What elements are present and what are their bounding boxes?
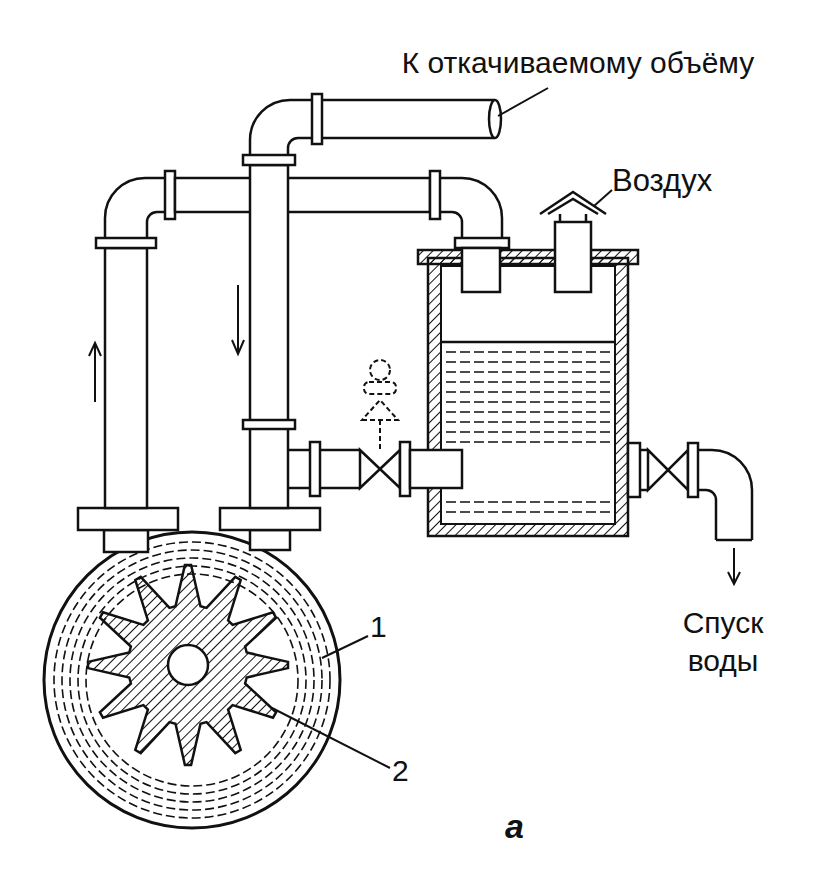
- flange: [455, 238, 509, 248]
- leader-line: [322, 636, 368, 658]
- pipe: [462, 248, 500, 292]
- leader-line: [272, 708, 390, 768]
- flange: [220, 508, 320, 530]
- pump-stub: [104, 530, 148, 552]
- flange: [310, 442, 320, 496]
- pump-stub: [250, 530, 290, 550]
- pipe-elbow: [698, 450, 752, 540]
- flow-arrow: [728, 548, 740, 584]
- flow-arrow: [89, 343, 101, 402]
- flange: [96, 238, 156, 248]
- rotor: [88, 565, 288, 765]
- air-cap: [540, 192, 606, 222]
- flange: [400, 442, 410, 496]
- water-ring: [54, 542, 330, 818]
- leader-line: [498, 88, 548, 116]
- tank-inside: [441, 266, 615, 524]
- callout-number: 1: [370, 608, 387, 646]
- drain-label: Спуск воды: [648, 604, 798, 679]
- pump-casing: [44, 532, 340, 828]
- flange: [243, 155, 295, 165]
- pipe-elbow: [250, 100, 312, 155]
- pipe: [410, 450, 462, 488]
- figure-letter: а: [505, 805, 524, 848]
- flange: [243, 420, 295, 429]
- valve-handle: [362, 360, 398, 450]
- flange: [78, 508, 178, 530]
- pipe: [322, 100, 495, 138]
- flange: [165, 171, 175, 219]
- pipe: [320, 450, 360, 488]
- flange: [312, 94, 322, 144]
- flange: [430, 171, 440, 219]
- flow-arrow: [232, 285, 244, 354]
- pipe: [288, 450, 310, 488]
- pipe-end: [489, 100, 501, 138]
- callout-number: 2: [392, 752, 409, 790]
- air-label: Воздух: [612, 162, 712, 201]
- pipe: [175, 178, 430, 212]
- pipe: [250, 165, 288, 508]
- pipe-elbow: [440, 178, 502, 238]
- tank-lid: [418, 250, 638, 264]
- target-label: К откачиваемому объёму: [392, 44, 764, 82]
- rotor-hub: [168, 645, 208, 685]
- valve-symbol: [360, 450, 400, 488]
- leader-line: [594, 190, 612, 206]
- flange: [628, 443, 640, 497]
- water: [441, 342, 615, 512]
- pipe: [105, 248, 147, 508]
- valve-symbol: [648, 450, 688, 490]
- tank-wall: [428, 258, 628, 536]
- flange: [688, 443, 698, 497]
- air-pipe: [555, 222, 591, 292]
- pipe-elbow: [105, 178, 165, 238]
